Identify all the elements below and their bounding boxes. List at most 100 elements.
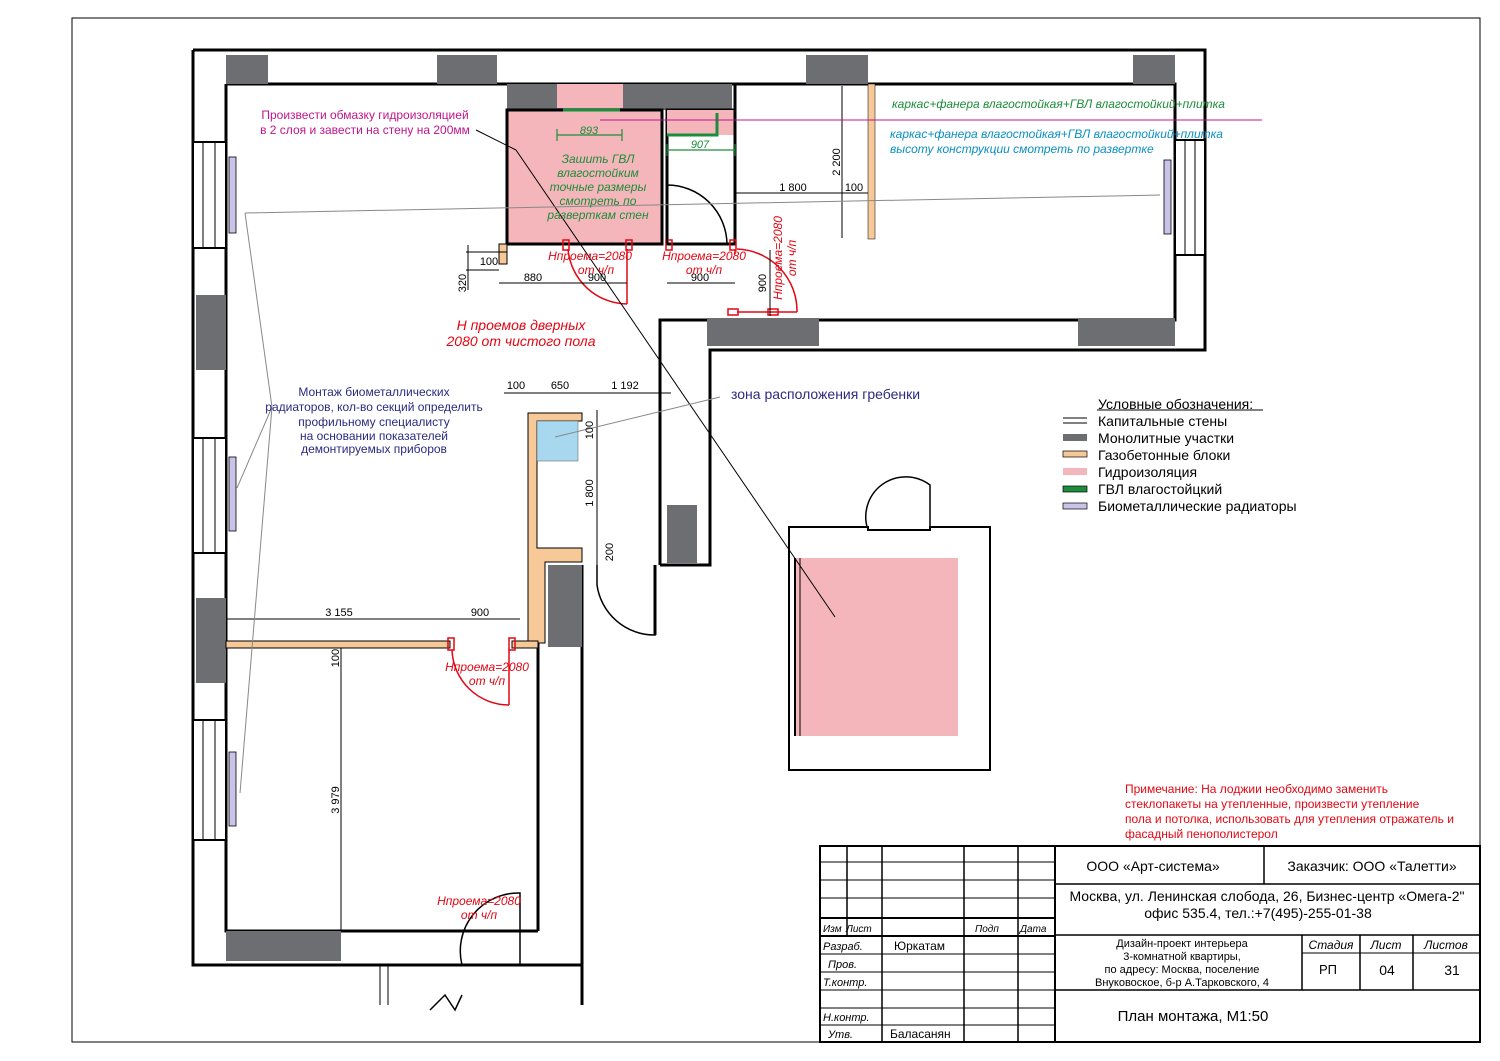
- dim-2200: 2 200: [831, 148, 843, 176]
- radiator-note-5: демонтируемых приборов: [301, 442, 447, 456]
- tb-razrab-name: Юркатам: [894, 939, 945, 953]
- loggia-remark-3: пола и потолка, использовать для утеплен…: [1125, 812, 1454, 826]
- legend-title: Условные обозначения:: [1098, 396, 1253, 412]
- manifold-zone: [536, 420, 579, 462]
- tb-project-3: по адресу: Москва, поселение: [1105, 964, 1260, 976]
- left-facade-windows: [192, 139, 1206, 841]
- dim-907: 907: [691, 139, 710, 151]
- door-label-1-line2: от ч/п: [578, 263, 615, 277]
- dim-100-mid: 100: [507, 380, 525, 392]
- tb-company: ООО «Арт-система»: [1086, 858, 1220, 874]
- dim-900-d: 900: [471, 607, 489, 619]
- dim-3979: 3 979: [330, 786, 342, 814]
- legend-item-radiators: Биометаллические радиаторы: [1098, 498, 1297, 514]
- dim-100-left: 100: [480, 256, 498, 268]
- legend-item-gasblock: Газобетонные блоки: [1098, 447, 1230, 463]
- tb-row-nkontr: Н.контр.: [823, 1012, 870, 1024]
- door-label-1-line1: Нпроема=2080: [548, 249, 632, 263]
- legend-item-gvl: ГВЛ влагостойцкий: [1098, 481, 1222, 497]
- door-heights-2: 2080 от чистого пола: [446, 333, 596, 349]
- loggia-remark-2: стеклопакеты на утепленные, произвести у…: [1125, 797, 1420, 811]
- title-block-grid: [819, 845, 1481, 1043]
- dimension-lines: [226, 86, 868, 931]
- tb-project-2: 3-комнатной квартиры,: [1123, 951, 1241, 963]
- tb-sheet-header: Лист: [1370, 938, 1402, 952]
- tb-address-2: офис 535.4, тел.:+7(495)-255-01-38: [1144, 905, 1372, 921]
- bathroom-block: [505, 84, 737, 246]
- tb-col-data: Дата: [1019, 924, 1047, 935]
- note-frame-blue-1: каркас+фанера влагостойкая+ГВЛ влагостой…: [890, 127, 1223, 141]
- tb-address-1: Москва, ул. Ленинская слобода, 26, Бизне…: [1069, 888, 1464, 904]
- door-label-5-line1: Нпроема=2080: [437, 894, 521, 908]
- tb-customer: Заказчик: ООО «Талетти»: [1287, 858, 1456, 874]
- tb-row-utv: Утв.: [827, 1029, 853, 1041]
- plan-text: Произвести обмазку гидроизоляцией в 2 сл…: [260, 97, 1468, 1041]
- dim-880: 880: [524, 272, 542, 284]
- dim-1800-v: 1 800: [584, 479, 596, 507]
- tb-row-prov: Пров.: [828, 959, 857, 971]
- legend-item-waterproofing: Гидроизоляция: [1098, 464, 1197, 480]
- dim-1192: 1 192: [611, 380, 639, 392]
- door-label-2-line1: Нпроема=2080: [662, 249, 746, 263]
- loggia-remark-4: фасадный пенополистерол: [1125, 827, 1278, 841]
- black-doors: [429, 184, 931, 1012]
- loggia-remark-1: Примечание: На лоджии необходимо заменит…: [1125, 782, 1388, 796]
- dim-320: 320: [457, 274, 469, 292]
- leader-lines: [236, 119, 1262, 794]
- gvl-dimension-lines: [556, 129, 736, 156]
- tb-sheets-header: Листов: [1423, 938, 1468, 952]
- tb-col-podp: Подп: [975, 924, 999, 935]
- gasblock-partition-1: [867, 83, 876, 240]
- door-label-4-line2: от ч/п: [469, 674, 506, 688]
- door-openings: [447, 239, 798, 706]
- legend-item-monolith: Монолитные участки: [1098, 430, 1234, 446]
- tb-utv-name: Баласанян: [890, 1027, 951, 1041]
- note-waterproofing-1: Произвести обмазку гидроизоляцией: [261, 108, 468, 122]
- manifold-zone-label: зона расположения гребенки: [731, 386, 920, 402]
- tb-col-izm: Изм: [823, 924, 842, 935]
- radiator-note-4: на основании показателей: [300, 429, 448, 443]
- tb-project-1: Дизайн-проект интерьера: [1116, 938, 1248, 950]
- dim-100-top: 100: [845, 182, 863, 194]
- radiator-note-1: Монтаж биометаллических: [298, 385, 449, 399]
- note-waterproofing-2: в 2 слоя и завести на стену на 200мм: [260, 123, 470, 137]
- door-label-3-line2: от ч/п: [785, 240, 799, 277]
- radiator-note-3: профильному специалисту: [298, 415, 449, 429]
- tb-row-razrab: Разраб.: [823, 941, 863, 953]
- note-gvl-5: разверткам стен: [546, 208, 649, 222]
- note-gvl-3: точные размеры: [550, 180, 647, 194]
- note-frame-green: каркас+фанера влагостойкая+ГВЛ влагостой…: [892, 97, 1225, 111]
- dim-893: 893: [580, 125, 599, 137]
- sheet-frame: [71, 17, 1481, 1043]
- dim-200: 200: [604, 543, 616, 561]
- legend-item-capital-walls: Капитальные стены: [1098, 413, 1227, 429]
- dim-900-c: 900: [757, 274, 769, 292]
- gasblock-partitions: [225, 243, 583, 649]
- door-label-2-line2: от ч/п: [686, 263, 723, 277]
- tb-project-4: Внуковоское, б-р А.Тарковского, 4: [1095, 977, 1269, 989]
- tb-col-list: Лист: [845, 924, 872, 935]
- loggia: [788, 526, 991, 771]
- door-label-4-line1: Нпроема=2080: [445, 660, 529, 674]
- door-label-5-line2: от ч/п: [461, 908, 498, 922]
- tb-sheets: 31: [1444, 962, 1460, 978]
- tb-sheet: 04: [1379, 962, 1395, 978]
- note-gvl-4: смотреть по: [560, 194, 637, 208]
- dim-100-low: 100: [330, 649, 342, 667]
- tb-stage-header: Стадия: [1309, 938, 1355, 952]
- note-frame-blue-2: высоту конструкции смотреть по развертке: [890, 142, 1154, 156]
- dim-650: 650: [551, 380, 569, 392]
- radiators: [228, 156, 1172, 827]
- door-label-3-line1: Нпроема=2080: [771, 216, 785, 300]
- door-heights-1: Н проемов дверных: [457, 317, 587, 333]
- dim-900-a: 900: [588, 272, 606, 284]
- tb-drawing-title: План монтажа, М1:50: [1118, 1008, 1269, 1025]
- tb-stage: РП: [1319, 962, 1337, 977]
- radiator-note-2: радиаторов, кол-во секций определить: [265, 400, 482, 414]
- note-gvl-2: влагостойким: [557, 166, 639, 180]
- waterproof-strip: [557, 84, 623, 108]
- legend-symbols: [1062, 409, 1263, 510]
- dim-3155: 3 155: [325, 607, 353, 619]
- note-gvl-1: Зашить ГВЛ: [562, 152, 636, 166]
